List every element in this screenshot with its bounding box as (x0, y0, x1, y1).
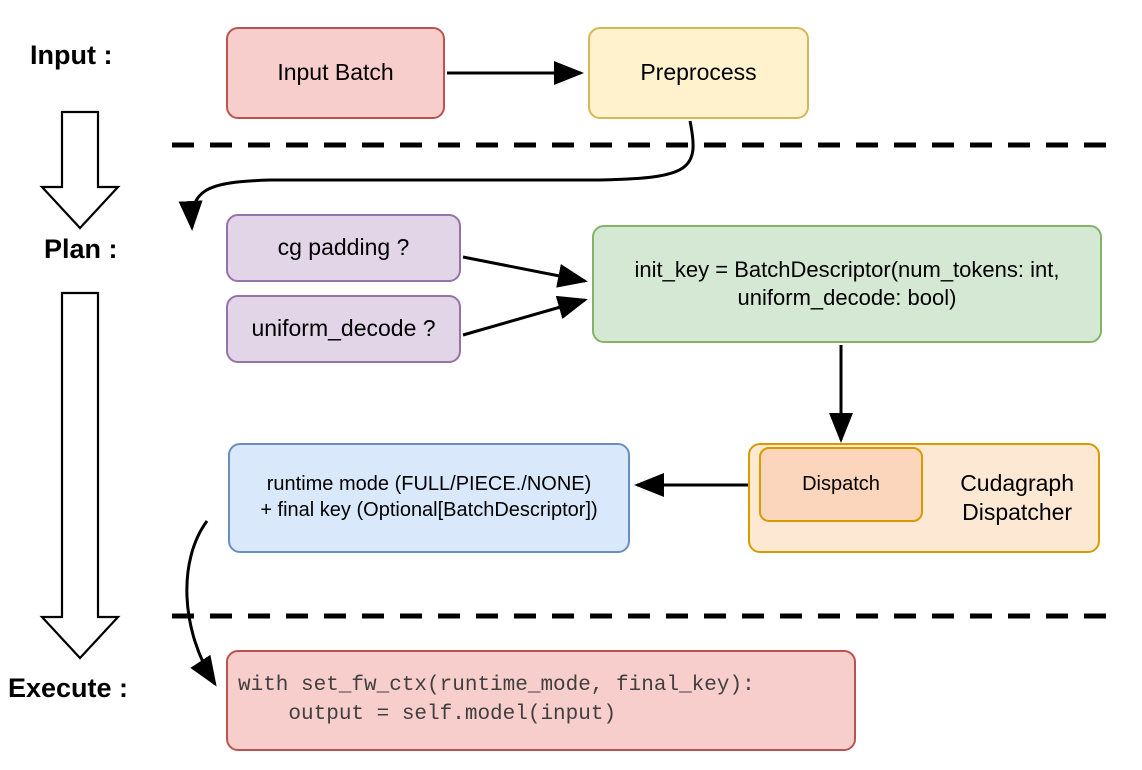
node-init-key-text: init_key = BatchDescriptor(num_tokens: i… (635, 256, 1060, 312)
node-init-key-line1: init_key = BatchDescriptor(num_tokens: i… (634, 256, 1060, 282)
node-dispatch[interactable]: Dispatch (759, 447, 923, 522)
stage-label-input: Input : (30, 40, 113, 70)
node-cudagraph-dispatcher-line2: Dispatcher (962, 499, 1073, 525)
input-to-plan-arrow (39, 110, 121, 230)
node-init-key-line2: uniform_decode: bool) (737, 285, 957, 310)
node-runtime-mode-text: runtime mode (FULL/PIECE./NONE) + final … (260, 472, 597, 523)
connector-runtimemode-to-code (185, 520, 217, 687)
stage-label-execute: Execute : (8, 673, 129, 703)
node-uniform-decode[interactable]: uniform_decode ? (226, 295, 461, 363)
node-preprocess-label: Preprocess (640, 59, 757, 86)
node-code-block-line2: output = self.model(input) (238, 702, 617, 726)
plan-to-execute-arrow (39, 291, 121, 660)
node-code-block-text: with set_fw_ctx(runtime_mode, final_key)… (238, 672, 755, 729)
node-code-block-line1: with set_fw_ctx(runtime_mode, final_key)… (238, 674, 755, 698)
node-runtime-mode-line1: runtime mode (FULL/PIECE./NONE) (266, 473, 592, 496)
stage-label-plan: Plan : (44, 234, 118, 264)
node-init-key[interactable]: init_key = BatchDescriptor(num_tokens: i… (592, 225, 1102, 343)
node-input-batch[interactable]: Input Batch (226, 27, 445, 119)
node-runtime-mode[interactable]: runtime mode (FULL/PIECE./NONE) + final … (228, 443, 630, 553)
connector-cgpadding-to-initkey (462, 255, 588, 288)
node-dispatch-label: Dispatch (802, 472, 880, 495)
node-cudagraph-dispatcher-line1: Cudagraph (960, 470, 1074, 497)
node-cudagraph-dispatcher-text: Cudagraph Dispatcher (960, 469, 1074, 527)
node-code-block[interactable]: with set_fw_ctx(runtime_mode, final_key)… (226, 650, 856, 751)
node-runtime-mode-line2: + final key (Optional[BatchDescriptor]) (260, 499, 598, 521)
connector-preprocess-to-cgpadding (178, 120, 695, 231)
connector-uniformdecode-to-initkey (462, 295, 588, 337)
node-cg-padding-label: cg padding ? (277, 234, 410, 261)
node-cg-padding[interactable]: cg padding ? (226, 214, 461, 282)
node-uniform-decode-label: uniform_decode ? (251, 315, 436, 342)
node-preprocess[interactable]: Preprocess (588, 27, 809, 119)
node-input-batch-label: Input Batch (277, 59, 394, 86)
